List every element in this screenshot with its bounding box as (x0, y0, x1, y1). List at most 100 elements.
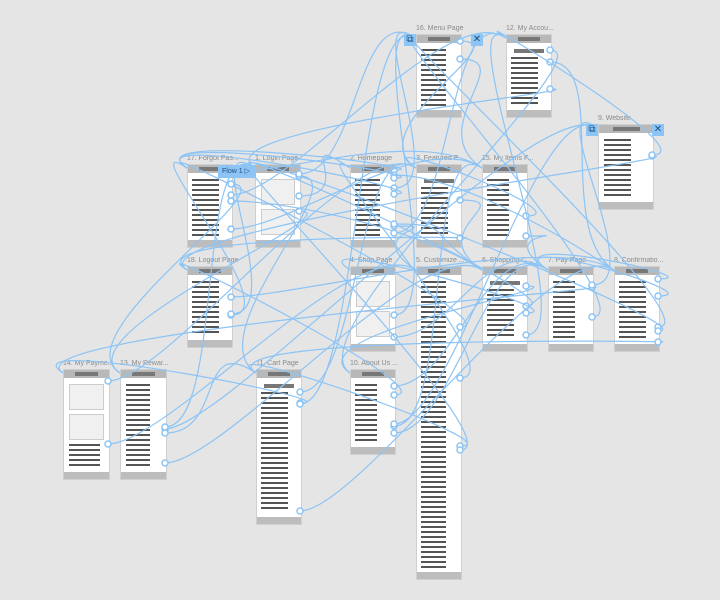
frame-label: 4. Shop Page (350, 257, 393, 264)
text-line (261, 487, 288, 489)
text-line (421, 74, 446, 76)
frame-pay[interactable] (548, 266, 594, 352)
frame-about[interactable] (350, 369, 396, 455)
text-line (421, 456, 446, 458)
close-icon[interactable]: ✕ (471, 34, 483, 46)
connection-handle (104, 440, 112, 448)
text-line (604, 174, 632, 176)
text-line (355, 439, 378, 441)
wireframe-button[interactable] (423, 179, 455, 183)
wireframe-button[interactable] (513, 49, 545, 53)
frame-cart[interactable] (256, 369, 302, 525)
text-line (421, 521, 446, 523)
wireframe-button[interactable] (263, 384, 295, 388)
frame-header (121, 370, 166, 378)
connection-line (408, 34, 666, 328)
text-line (604, 154, 632, 156)
text-line (192, 229, 219, 231)
connection-line (490, 34, 542, 336)
frame-footer (417, 240, 461, 247)
frame-payment[interactable] (63, 369, 110, 480)
text-line (355, 229, 380, 231)
frame-footer (257, 517, 301, 524)
text-line (421, 351, 446, 353)
text-line (604, 189, 632, 191)
text-line (511, 67, 538, 69)
connection-line (459, 199, 483, 271)
connection-handle (295, 170, 303, 178)
frame-header (549, 267, 593, 275)
text-line (192, 214, 219, 216)
overlay-open-icon[interactable]: ⧉ (586, 124, 598, 136)
connection-handle (296, 507, 304, 515)
frame-header (351, 165, 395, 173)
text-line (421, 371, 446, 373)
text-line (421, 207, 448, 209)
text-line (421, 551, 446, 553)
frame-label: 1. Login Page (255, 155, 299, 162)
frame-header (483, 267, 527, 275)
connection-line (393, 264, 549, 434)
text-line (125, 424, 151, 426)
text-line (487, 194, 510, 196)
text-line (619, 326, 646, 328)
text-line (192, 331, 219, 333)
frame-forgot[interactable] (187, 164, 233, 248)
frame-header (188, 267, 232, 275)
text-line (604, 149, 632, 151)
text-line (604, 139, 632, 141)
text-line (421, 69, 446, 71)
connection-handle (522, 331, 530, 339)
connection-handle (161, 459, 169, 467)
text-line (604, 144, 632, 146)
text-line (421, 192, 448, 194)
text-line (355, 434, 378, 436)
text-line (487, 179, 510, 181)
frame-footer (615, 344, 659, 351)
play-icon[interactable]: ▷ (244, 168, 250, 175)
connection-handle (546, 46, 554, 54)
text-line (487, 299, 514, 301)
connection-line (341, 258, 535, 314)
text-line (192, 296, 219, 298)
text-line (261, 412, 288, 414)
text-line (604, 159, 632, 161)
text-line (487, 209, 510, 211)
text-line (421, 341, 446, 343)
text-line (619, 296, 646, 298)
text-line (125, 399, 151, 401)
wireframe-button[interactable] (489, 281, 521, 285)
text-line (261, 477, 288, 479)
connection-line (164, 363, 257, 434)
text-line (68, 444, 100, 446)
text-line (421, 516, 446, 518)
frame-footer (64, 472, 109, 479)
connection-handle (588, 281, 596, 289)
close-icon[interactable]: ✕ (652, 124, 664, 136)
frame-website[interactable] (598, 124, 654, 210)
text-line (421, 496, 446, 498)
frame-label: 16. Menu Page (416, 25, 464, 32)
text-line (421, 336, 446, 338)
text-line (421, 391, 446, 393)
text-line (421, 331, 446, 333)
text-line (604, 184, 632, 186)
frame-header (615, 267, 659, 275)
overlay-open-icon[interactable]: ⧉ (404, 34, 416, 46)
connection-line (393, 262, 549, 387)
flow-starting-point[interactable]: Flow 1 ▷ (218, 165, 256, 178)
text-line (421, 561, 446, 563)
text-line (553, 321, 576, 323)
text-line (421, 536, 446, 538)
frame-label: 7. Pay Page (548, 257, 587, 264)
connection-handle (296, 388, 304, 396)
text-line (421, 476, 446, 478)
text-line (192, 326, 219, 328)
text-line (355, 429, 378, 431)
frame-label: 11. Cart Page (256, 360, 299, 367)
frame-rewards[interactable] (120, 369, 167, 480)
text-line (421, 376, 446, 378)
text-line (421, 306, 446, 308)
text-line (421, 511, 446, 513)
frame-items[interactable] (482, 164, 528, 248)
